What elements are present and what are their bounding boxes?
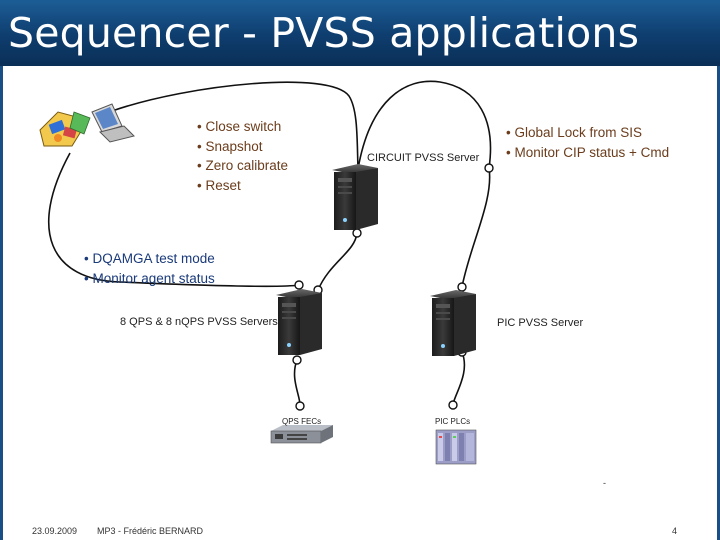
qps-servers-label: 8 QPS & 8 nQPS PVSS Servers: [120, 316, 278, 328]
bullet-item: Snapshot: [197, 137, 288, 157]
bullet-item: DQAMGA test mode: [84, 249, 215, 269]
connector-dot: [352, 228, 362, 238]
bullet-item: Global Lock from SIS: [506, 123, 669, 143]
bullet-item: Zero calibrate: [197, 156, 288, 176]
bullet-item: Reset: [197, 176, 288, 196]
plc-rack-icon: [435, 429, 477, 465]
pic-server-label: PIC PVSS Server: [497, 317, 584, 329]
fec-crate-icon: [270, 425, 333, 444]
pic-plcs-label: PIC PLCs: [435, 417, 471, 426]
server-icon: [276, 289, 322, 355]
sequencer-app-icon: [39, 111, 91, 147]
slide-frame: [0, 66, 720, 540]
line-pic-plc: [452, 351, 466, 405]
line-circuit-qps: [317, 232, 358, 291]
circuit-server-label: CIRCUIT PVSS Server: [367, 152, 480, 164]
laptop-icon: [91, 103, 135, 143]
circuit-pic-functions-list: Global Lock from SIS Monitor CIP status …: [506, 123, 669, 162]
connector-dot: [294, 280, 304, 290]
connector-dot: [292, 355, 302, 365]
connector-dot: [295, 401, 305, 411]
server-icon: [430, 290, 476, 356]
footer-date: 23.09.2009: [32, 526, 78, 536]
client-commands-list: Close switch Snapshot Zero calibrate Res…: [197, 117, 288, 195]
connector-dot: [457, 282, 467, 292]
bullet-item: Monitor agent status: [84, 269, 214, 289]
line-client-circuit: [111, 81, 359, 170]
page-number: 4: [672, 526, 678, 536]
slide-title: Sequencer - PVSS applications: [8, 9, 640, 57]
footer-author: MP3 - Frédéric BERNARD: [97, 526, 204, 536]
line-qps-fec: [293, 359, 301, 406]
line-pic-circuit-down: [461, 167, 491, 288]
client-workstation: [39, 103, 135, 147]
circuit-qps-functions-list: DQAMGA test mode Monitor agent status: [84, 249, 215, 289]
bullet-item: Close switch: [197, 117, 288, 137]
connector-dot: [448, 400, 458, 410]
server-icon: [332, 164, 378, 230]
qps-fecs-label: QPS FECs: [282, 417, 322, 426]
bullet-item: Monitor CIP status + Cmd: [506, 143, 669, 163]
line-circuit-pic: [357, 80, 492, 170]
title-bar: Sequencer - PVSS applications: [0, 0, 720, 66]
stray-mark: -: [603, 478, 606, 488]
connector-dot: [484, 163, 494, 173]
